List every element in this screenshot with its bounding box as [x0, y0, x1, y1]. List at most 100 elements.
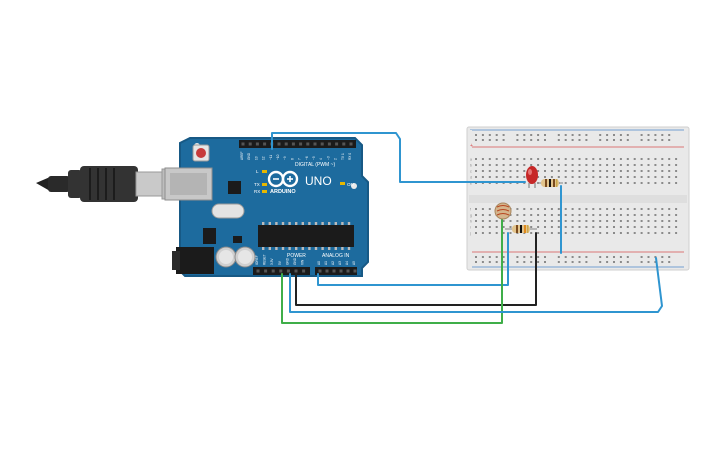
digital-pin[interactable]: [327, 142, 331, 146]
breadboard-hole[interactable]: [661, 182, 664, 184]
breadboard-hole[interactable]: [571, 176, 574, 178]
breadboard-hole[interactable]: [564, 232, 567, 234]
breadboard-hole[interactable]: [509, 176, 512, 178]
breadboard-hole[interactable]: [495, 170, 498, 172]
breadboard-hole[interactable]: [571, 182, 574, 184]
breadboard-hole[interactable]: [578, 182, 581, 184]
rail-hole[interactable]: [495, 134, 498, 136]
breadboard-hole[interactable]: [613, 232, 615, 234]
rail-hole[interactable]: [578, 256, 581, 258]
rail-hole[interactable]: [661, 134, 664, 136]
digital-pin[interactable]: [255, 142, 259, 146]
rail-hole[interactable]: [599, 261, 602, 263]
breadboard-hole[interactable]: [475, 232, 477, 234]
rail-hole[interactable]: [640, 256, 643, 258]
breadboard-hole[interactable]: [475, 208, 477, 210]
breadboard-hole[interactable]: [488, 214, 491, 216]
breadboard-hole[interactable]: [640, 176, 643, 178]
breadboard-hole[interactable]: [578, 158, 581, 160]
breadboard-hole[interactable]: [488, 164, 491, 166]
breadboard-hole[interactable]: [481, 214, 484, 216]
breadboard-hole[interactable]: [654, 226, 657, 228]
breadboard-hole[interactable]: [537, 226, 540, 228]
breadboard-hole[interactable]: [509, 158, 512, 160]
breadboard-hole[interactable]: [654, 208, 657, 210]
breadboard-hole[interactable]: [530, 232, 533, 234]
breadboard-hole[interactable]: [537, 164, 540, 166]
rail-hole[interactable]: [585, 134, 588, 136]
breadboard-hole[interactable]: [668, 170, 671, 172]
rail-hole[interactable]: [488, 139, 491, 141]
rail-hole[interactable]: [647, 134, 650, 136]
breadboard-hole[interactable]: [571, 208, 574, 210]
rail-hole[interactable]: [523, 256, 526, 258]
breadboard-hole[interactable]: [613, 214, 615, 216]
rail-hole[interactable]: [578, 134, 581, 136]
breadboard-hole[interactable]: [647, 176, 650, 178]
breadboard-hole[interactable]: [599, 220, 602, 222]
rail-hole[interactable]: [654, 261, 657, 263]
rail-hole[interactable]: [571, 139, 574, 141]
rail-hole[interactable]: [585, 261, 588, 263]
rail-hole[interactable]: [613, 256, 615, 258]
breadboard-hole[interactable]: [578, 220, 581, 222]
breadboard-hole[interactable]: [502, 220, 505, 222]
breadboard-hole[interactable]: [661, 220, 664, 222]
breadboard-hole[interactable]: [564, 226, 567, 228]
rail-hole[interactable]: [668, 261, 671, 263]
breadboard-hole[interactable]: [626, 158, 629, 160]
breadboard-hole[interactable]: [523, 208, 526, 210]
rail-hole[interactable]: [571, 261, 574, 263]
breadboard-hole[interactable]: [544, 226, 546, 228]
breadboard-hole[interactable]: [544, 220, 546, 222]
digital-pin[interactable]: [277, 142, 281, 146]
breadboard-hole[interactable]: [481, 164, 484, 166]
breadboard-hole[interactable]: [606, 220, 609, 222]
breadboard-hole[interactable]: [633, 232, 636, 234]
breadboard-hole[interactable]: [647, 158, 650, 160]
breadboard-hole[interactable]: [537, 232, 540, 234]
breadboard-hole[interactable]: [557, 176, 560, 178]
breadboard-hole[interactable]: [633, 220, 636, 222]
rail-hole[interactable]: [599, 256, 602, 258]
breadboard-hole[interactable]: [509, 164, 512, 166]
breadboard-hole[interactable]: [544, 176, 546, 178]
breadboard-hole[interactable]: [530, 208, 533, 210]
breadboard-hole[interactable]: [578, 164, 581, 166]
breadboard-hole[interactable]: [654, 232, 657, 234]
breadboard-hole[interactable]: [599, 208, 602, 210]
breadboard-hole[interactable]: [606, 226, 609, 228]
breadboard-hole[interactable]: [537, 214, 540, 216]
breadboard-hole[interactable]: [619, 220, 622, 222]
rail-hole[interactable]: [606, 261, 609, 263]
rail-hole[interactable]: [475, 139, 477, 141]
breadboard-hole[interactable]: [557, 208, 560, 210]
breadboard-hole[interactable]: [564, 182, 567, 184]
rail-hole[interactable]: [481, 261, 484, 263]
breadboard-hole[interactable]: [647, 164, 650, 166]
breadboard-hole[interactable]: [550, 208, 553, 210]
breadboard-hole[interactable]: [564, 176, 567, 178]
breadboard-hole[interactable]: [564, 208, 567, 210]
breadboard-hole[interactable]: [640, 214, 643, 216]
digital-pin[interactable]: [342, 142, 346, 146]
breadboard-hole[interactable]: [544, 214, 546, 216]
breadboard-hole[interactable]: [530, 220, 533, 222]
breadboard-hole[interactable]: [537, 158, 540, 160]
breadboard-hole[interactable]: [550, 176, 553, 178]
power-pin[interactable]: [264, 269, 268, 273]
breadboard-hole[interactable]: [619, 232, 622, 234]
breadboard-hole[interactable]: [488, 158, 491, 160]
breadboard-hole[interactable]: [668, 214, 671, 216]
breadboard-hole[interactable]: [509, 232, 512, 234]
breadboard-hole[interactable]: [557, 170, 560, 172]
rail-hole[interactable]: [654, 139, 657, 141]
breadboard-hole[interactable]: [668, 182, 671, 184]
breadboard-hole[interactable]: [619, 158, 622, 160]
rail-hole[interactable]: [647, 261, 650, 263]
breadboard-hole[interactable]: [550, 158, 553, 160]
breadboard-hole[interactable]: [537, 170, 540, 172]
power-pin[interactable]: [256, 269, 260, 273]
breadboard-hole[interactable]: [537, 220, 540, 222]
digital-pin[interactable]: [241, 142, 245, 146]
